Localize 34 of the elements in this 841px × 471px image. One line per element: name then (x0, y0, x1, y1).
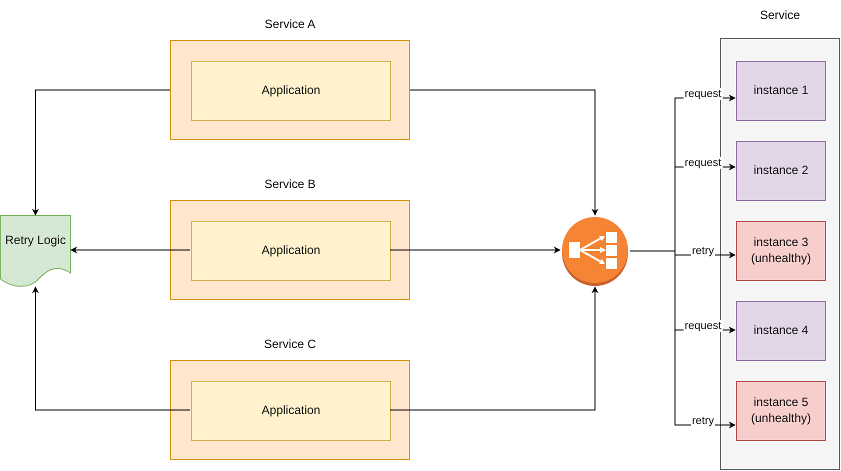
instance-box (736, 381, 826, 441)
node-label: instance 3 (unhealthy) (750, 235, 812, 267)
instance-box (736, 141, 826, 201)
edge-label: retry (691, 244, 715, 258)
arrow (32, 90, 170, 216)
node-heading: Service C (264, 337, 316, 351)
instance-box (736, 301, 826, 361)
node-heading: Service B (264, 177, 316, 191)
arrow (70, 246, 190, 254)
edge-label: request (684, 88, 722, 100)
node-label: Application (260, 83, 322, 99)
application-box (191, 221, 391, 281)
arrow (390, 286, 598, 410)
node-heading: Service (760, 8, 800, 22)
node-label: instance 2 (752, 163, 810, 179)
node-label: instance 4 (752, 323, 810, 339)
arrow (630, 250, 736, 428)
node-heading: Service A (264, 17, 316, 31)
node-label: Application (260, 403, 322, 419)
instance-box (736, 221, 826, 281)
edge-label: request (684, 320, 722, 332)
node-label: instance 1 (752, 83, 810, 99)
node-label: Retry Logic (4, 233, 67, 247)
node-label: instance 5 (unhealthy) (750, 395, 812, 427)
arrow (32, 286, 190, 410)
edge-label: retry (691, 414, 715, 428)
node-label: Application (260, 243, 322, 259)
load-balancer-icon (560, 215, 630, 287)
arrow (410, 90, 598, 216)
instance-box (736, 61, 826, 121)
application-box (191, 61, 391, 121)
arrow (390, 246, 561, 254)
application-box (191, 381, 391, 441)
edge-label: request (684, 156, 722, 170)
